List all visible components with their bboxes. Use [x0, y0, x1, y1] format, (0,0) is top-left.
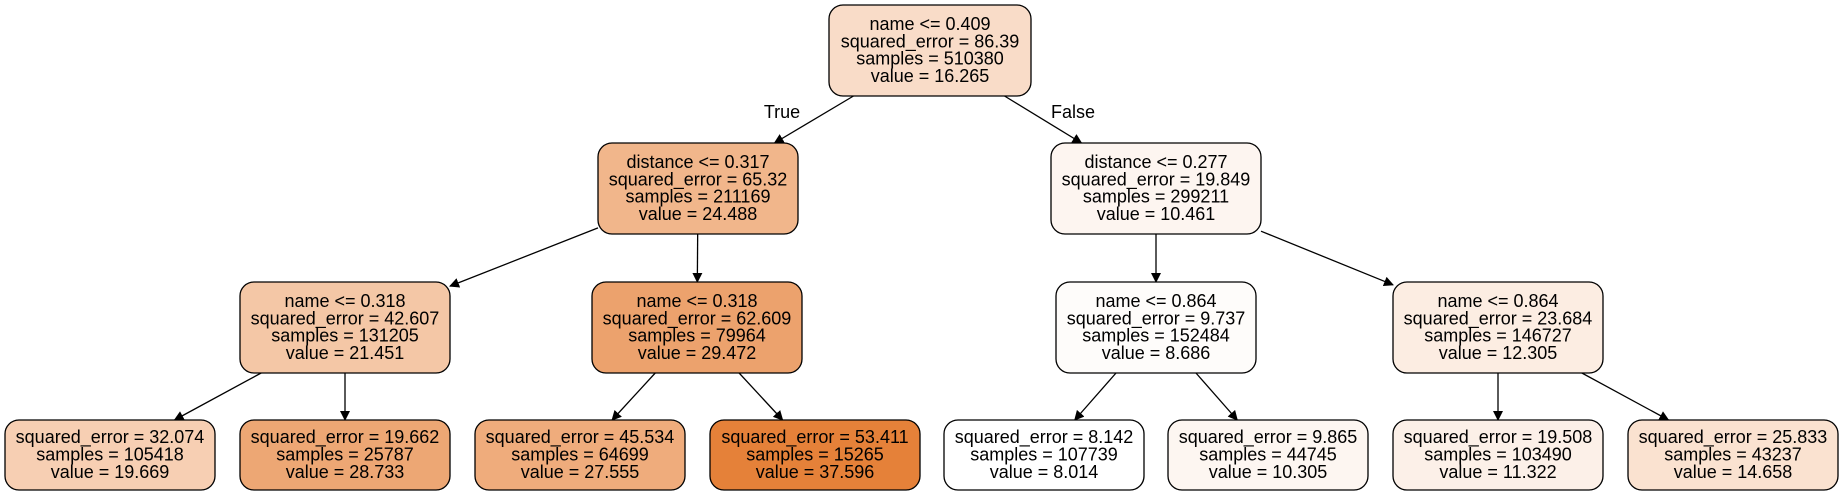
node-text-line: value = 10.305 — [1209, 462, 1328, 482]
node-text-line: samples = 131205 — [271, 326, 419, 346]
node-text-line: value = 10.461 — [1097, 204, 1216, 224]
edge-n4-n10 — [738, 372, 784, 421]
node-text-line: samples = 105418 — [36, 445, 184, 465]
node-box — [1627, 419, 1839, 491]
node-text-line: value = 27.555 — [521, 462, 640, 482]
edge-label-true: True — [764, 102, 800, 122]
node-box — [828, 4, 1032, 97]
node-text-line: samples = 64699 — [511, 445, 649, 465]
node-text-line: samples = 510380 — [856, 49, 1004, 69]
edges-layer — [173, 95, 1670, 421]
node-box — [239, 419, 451, 491]
node-text-line: samples = 15265 — [746, 445, 884, 465]
edge-n2-n6 — [1260, 230, 1394, 287]
node-text-line: squared_error = 53.411 — [721, 427, 908, 448]
node-box — [591, 281, 803, 374]
node-text-line: name <= 0.318 — [284, 291, 405, 311]
node-text-line: squared_error = 62.609 — [603, 308, 792, 329]
node-box — [4, 419, 216, 491]
node-box — [1392, 281, 1604, 374]
node-text-line: distance <= 0.277 — [1084, 152, 1227, 172]
node-box — [1392, 419, 1604, 491]
edge-n4-n9 — [611, 372, 656, 421]
node-box — [239, 281, 451, 374]
node-text-line: samples = 211169 — [626, 187, 771, 207]
node-text-line: samples = 79964 — [628, 326, 766, 346]
node-text-line: name <= 0.318 — [636, 291, 757, 311]
node-text-line: name <= 0.864 — [1095, 291, 1216, 311]
node-text-line: squared_error = 19.508 — [1404, 427, 1593, 448]
node-text-line: name <= 0.864 — [1437, 291, 1558, 311]
node-text-line: distance <= 0.317 — [626, 152, 769, 172]
node-text-line: samples = 299211 — [1083, 187, 1229, 207]
edge-n3-n7 — [173, 372, 262, 421]
node-box — [1167, 419, 1369, 491]
node-text-line: value = 14.658 — [1674, 462, 1793, 482]
node-text-line: squared_error = 32.074 — [16, 427, 205, 448]
node-text-line: squared_error = 19.662 — [251, 427, 440, 448]
node-box — [1050, 142, 1262, 235]
node-text-line: value = 19.669 — [51, 462, 170, 482]
edge-n0-n2 — [1004, 95, 1083, 144]
node-text-line: squared_error = 45.534 — [486, 427, 675, 448]
node-text-line: samples = 152484 — [1082, 326, 1230, 346]
node-text-line: samples = 25787 — [276, 445, 414, 465]
edge-labels-layer: True False — [764, 102, 1095, 122]
node-text-line: value = 24.488 — [639, 204, 758, 224]
node-text-line: squared_error = 19.849 — [1062, 169, 1251, 190]
node-text-line: squared_error = 42.607 — [251, 308, 440, 329]
node-text-line: samples = 103490 — [1424, 445, 1572, 465]
node-box — [474, 419, 686, 491]
node-text-line: squared_error = 9.737 — [1067, 308, 1246, 329]
node-text-line: value = 29.472 — [638, 343, 757, 363]
node-text-line: value = 11.322 — [1439, 462, 1556, 482]
node-box — [597, 142, 799, 235]
node-text-line: value = 21.451 — [286, 343, 405, 363]
node-box — [943, 419, 1145, 491]
node-box — [1055, 281, 1257, 374]
node-text-line: squared_error = 65.32 — [609, 169, 788, 190]
node-text-line: samples = 107739 — [970, 445, 1118, 465]
node-text-line: samples = 43237 — [1664, 445, 1802, 465]
edge-n5-n12 — [1195, 372, 1238, 421]
node-text-line: squared_error = 25.833 — [1639, 427, 1828, 448]
edge-n6-n14 — [1581, 372, 1670, 421]
node-text-line: squared_error = 8.142 — [955, 427, 1134, 448]
node-text-line: value = 8.014 — [990, 462, 1099, 482]
node-text-line: samples = 146727 — [1424, 326, 1572, 346]
node-box — [709, 419, 921, 491]
node-text-line: name <= 0.409 — [869, 14, 990, 34]
node-text-line: value = 12.305 — [1439, 343, 1558, 363]
node-text-line: value = 28.733 — [286, 462, 405, 482]
edge-label-false: False — [1051, 102, 1095, 122]
node-text-line: value = 16.265 — [871, 66, 990, 86]
node-text-line: squared_error = 23.684 — [1404, 308, 1593, 329]
node-text-line: samples = 44745 — [1199, 445, 1337, 465]
node-text-line: value = 8.686 — [1102, 343, 1211, 363]
node-text-line: squared_error = 9.865 — [1179, 427, 1358, 448]
edge-n0-n1 — [773, 95, 854, 144]
edge-n1-n3 — [449, 227, 599, 288]
node-text-line: squared_error = 86.39 — [841, 31, 1020, 52]
edge-n5-n11 — [1074, 372, 1117, 421]
node-text-line: value = 37.596 — [756, 462, 875, 482]
